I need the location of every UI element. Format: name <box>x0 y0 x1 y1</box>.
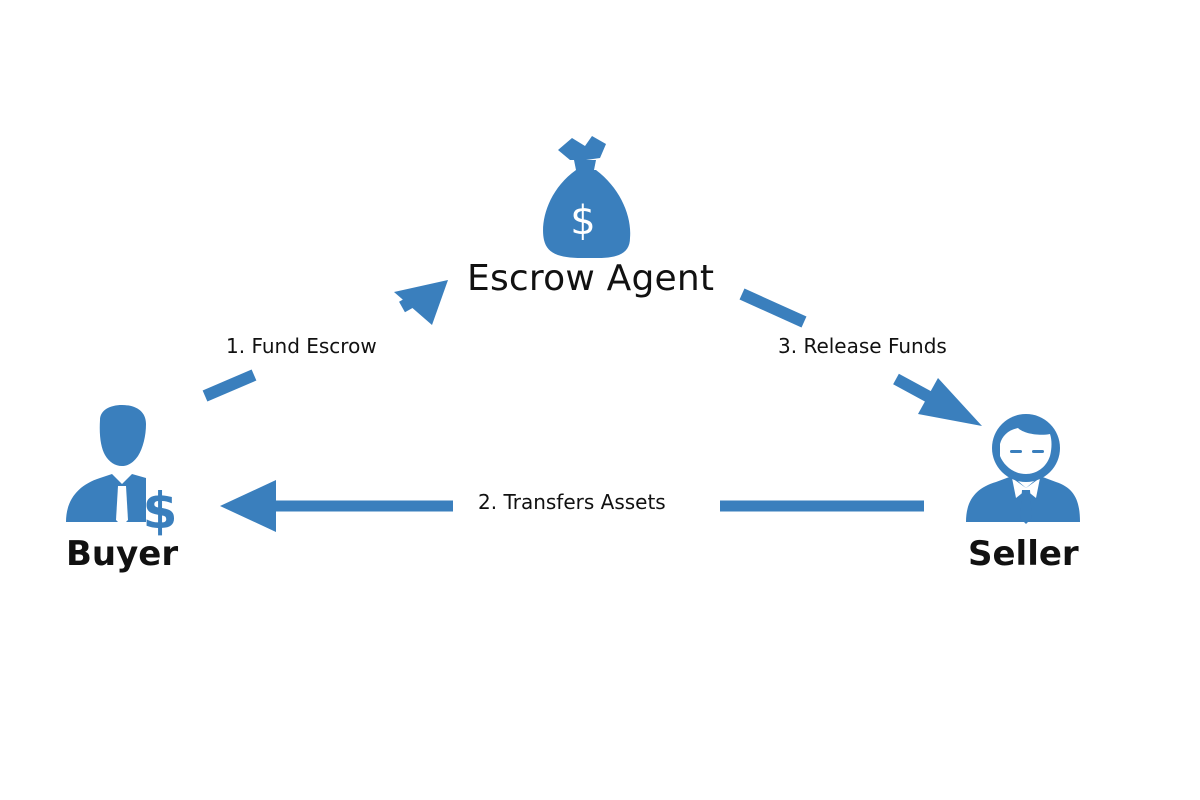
step-release-funds-label: 3. Release Funds <box>778 334 947 358</box>
money-bag-icon: $ <box>543 136 631 258</box>
businessman-dollar-icon: $ <box>66 405 177 540</box>
seller-label: Seller <box>968 534 1079 574</box>
arrowhead-seller <box>918 378 982 426</box>
step-fund-escrow-label: 1. Fund Escrow <box>226 334 377 358</box>
escrow-agent-label: Escrow Agent <box>467 258 715 299</box>
buyer-dollar-glyph: $ <box>143 482 178 540</box>
buyer-label: Buyer <box>66 534 179 574</box>
step-transfers-assets-label: 2. Transfers Assets <box>478 490 666 514</box>
arrowhead-agent <box>394 280 448 325</box>
businessman-icon <box>966 414 1080 524</box>
arrow-fund-escrow <box>202 280 448 402</box>
money-bag-dollar-glyph: $ <box>570 198 595 244</box>
arrow-release-funds <box>739 288 982 426</box>
arrow-transfers-assets <box>220 480 924 532</box>
arrowhead-buyer <box>220 480 276 532</box>
